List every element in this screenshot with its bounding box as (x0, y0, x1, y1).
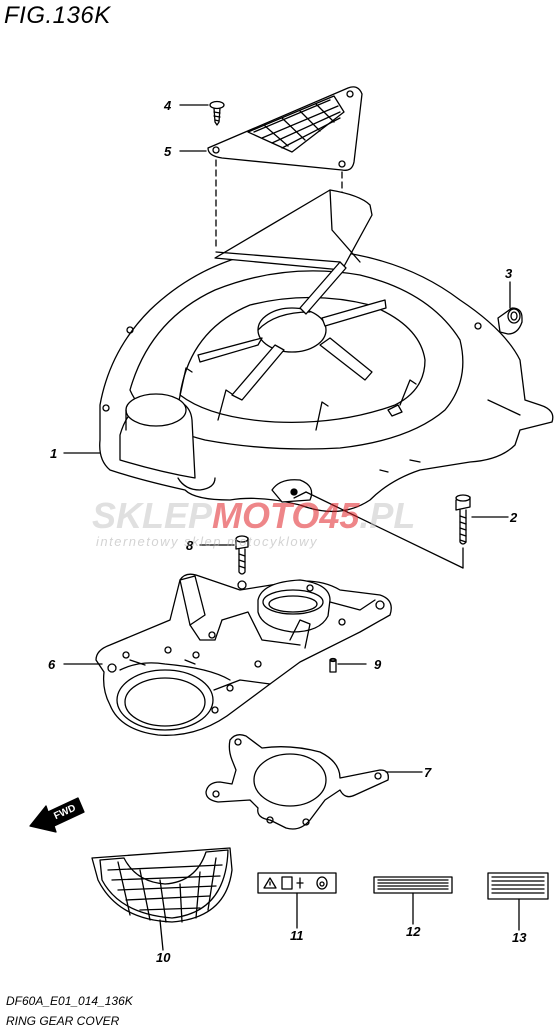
callout-4: 4 (163, 98, 172, 113)
svg-text:SKLEPMOTO45.PL: SKLEPMOTO45.PL (92, 495, 415, 536)
part-10-label (91, 847, 233, 923)
fwd-arrow (29, 797, 85, 833)
part-4-screw (209, 100, 225, 126)
part-3-grommet (497, 307, 523, 335)
watermark-brand-c: 45 (318, 495, 360, 536)
footer-name: RING GEAR COVER (6, 1014, 120, 1028)
callout-7: 7 (424, 765, 432, 780)
footer-code: DF60A_E01_014_136K (6, 994, 133, 1008)
callout-2: 2 (509, 510, 518, 525)
part-12-label (373, 876, 453, 894)
watermark-brand-b: MOTO (212, 495, 319, 536)
callout-3: 3 (505, 266, 513, 281)
callout-5: 5 (164, 144, 172, 159)
part-9-dowel-pin (329, 657, 337, 673)
part-8-bolt (235, 535, 249, 575)
part-7-gasket (205, 734, 389, 830)
callout-13: 13 (512, 930, 527, 945)
callout-11: 11 (290, 928, 304, 943)
part-5-cover-plate (207, 86, 363, 171)
callout-9: 9 (374, 657, 382, 672)
callout-1: 1 (50, 446, 57, 461)
part-6-bracket (95, 573, 392, 736)
callout-6: 6 (48, 657, 56, 672)
watermark-brand-a: SKLEP (92, 495, 213, 536)
watermark-tagline: internetowy sklep motocyklowy (96, 534, 318, 549)
callout-10: 10 (156, 950, 171, 965)
part-11-warning-label (257, 872, 337, 894)
part-2-bolt (455, 494, 471, 545)
part-1-ring-gear-cover (99, 189, 554, 513)
leader-lines (63, 104, 520, 951)
watermark: SKLEPMOTO45.PL internetowy sklep motocyk… (92, 495, 415, 549)
watermark-brand-d: .PL (359, 495, 415, 536)
callout-8: 8 (186, 538, 194, 553)
callout-12: 12 (406, 924, 421, 939)
part-13-label (487, 872, 549, 900)
figure-title: FIG.136K (4, 2, 111, 29)
